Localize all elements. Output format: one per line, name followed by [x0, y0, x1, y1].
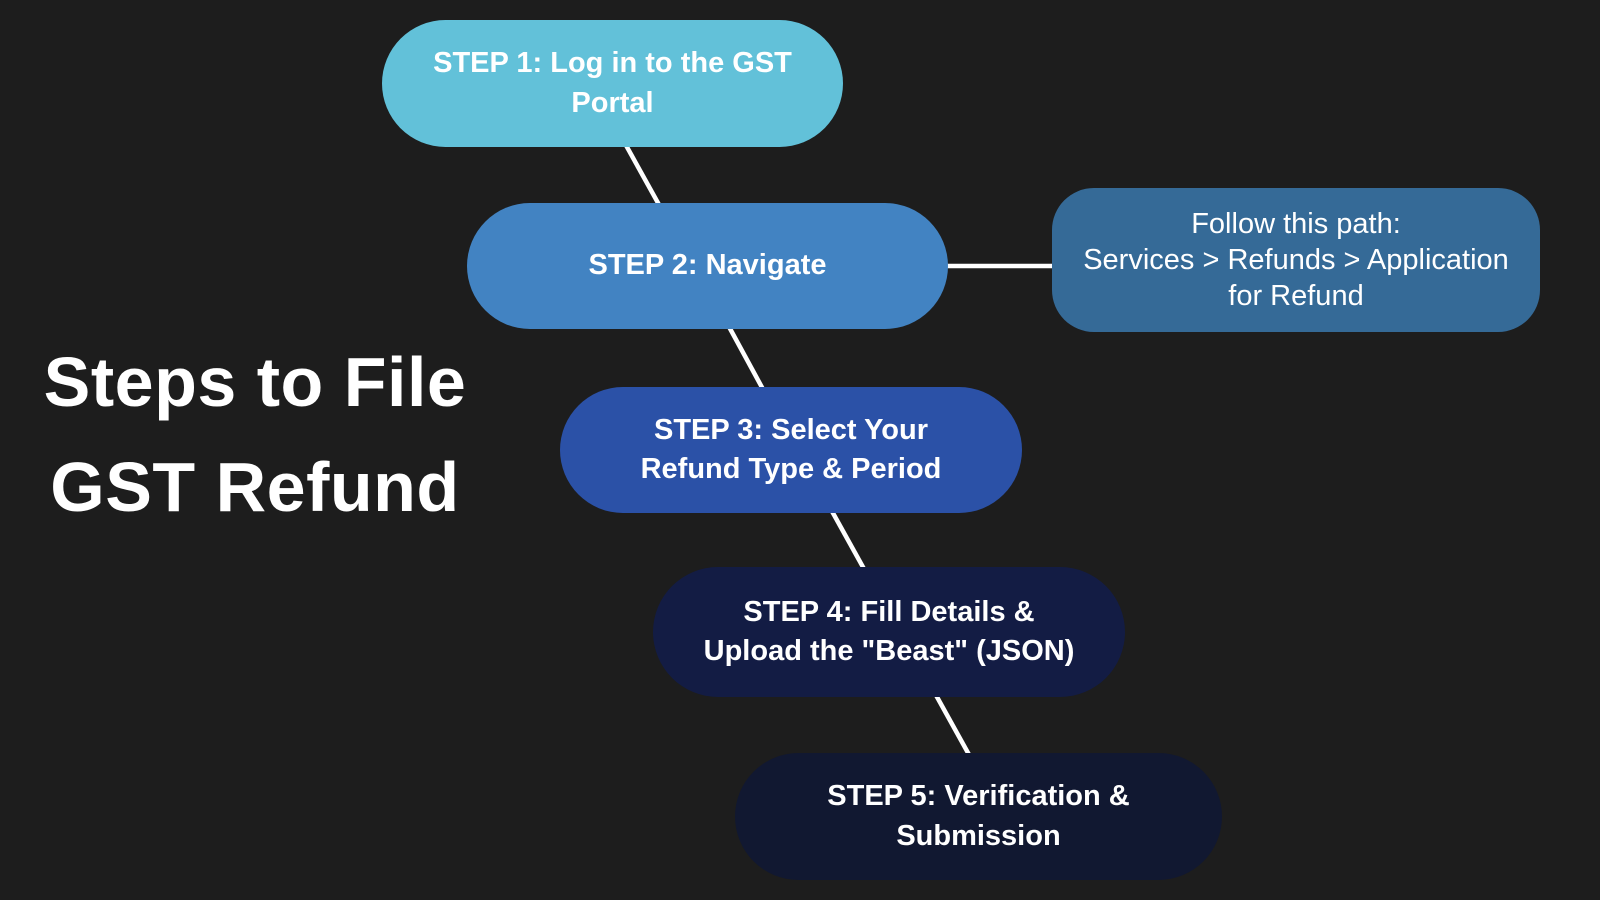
step-3-node: STEP 3: Select Your Refund Type & Period [560, 387, 1022, 513]
step-3-label: STEP 3: Select Your Refund Type & Period [641, 411, 942, 489]
diagram-title-line-1: Steps to File [43, 343, 467, 421]
step-5-label: STEP 5: Verification & Submission [827, 777, 1129, 855]
step-4-label: STEP 4: Fill Details & Upload the "Beast… [704, 593, 1075, 671]
step-3-label-line-2: Refund Type & Period [640, 453, 942, 485]
step-1-label: STEP 1: Log in to the GST Portal [433, 44, 792, 122]
step-2-label: STEP 2: Navigate [588, 246, 826, 285]
step-1-label-line-1: STEP 1: Log in to the GST [433, 47, 792, 80]
step-5-label-line-2: Submission [896, 819, 1061, 852]
step-1-label-line-2: Portal [571, 86, 654, 119]
step-3-label-line-1: STEP 3: Select Your [653, 413, 928, 446]
step-5-node: STEP 5: Verification & Submission [735, 753, 1222, 880]
note-line-2: Services > Refunds > Application [1083, 243, 1509, 276]
navigation-path-note: Follow this path: Services > Refunds > A… [1052, 188, 1540, 332]
navigation-path-note-label: Follow this path: Services > Refunds > A… [1083, 206, 1509, 315]
step-2-node: STEP 2: Navigate [467, 203, 948, 329]
step-5-label-line-1: STEP 5: Verification & [827, 780, 1130, 813]
diagram-title-line-2: GST Refund [50, 448, 460, 526]
step-4-label-line-2: Upload the "Beast" (JSON) [703, 635, 1075, 667]
step-2-label-line-1: STEP 2: Navigate [588, 249, 827, 282]
step-4-node: STEP 4: Fill Details & Upload the "Beast… [653, 567, 1125, 697]
note-line-3: for Refund [1228, 280, 1364, 313]
diagram-title: Steps to File GST Refund [20, 330, 490, 540]
step-1-node: STEP 1: Log in to the GST Portal [382, 20, 843, 147]
note-line-1: Follow this path: [1191, 207, 1401, 240]
step-4-label-line-1: STEP 4: Fill Details & [743, 595, 1035, 628]
